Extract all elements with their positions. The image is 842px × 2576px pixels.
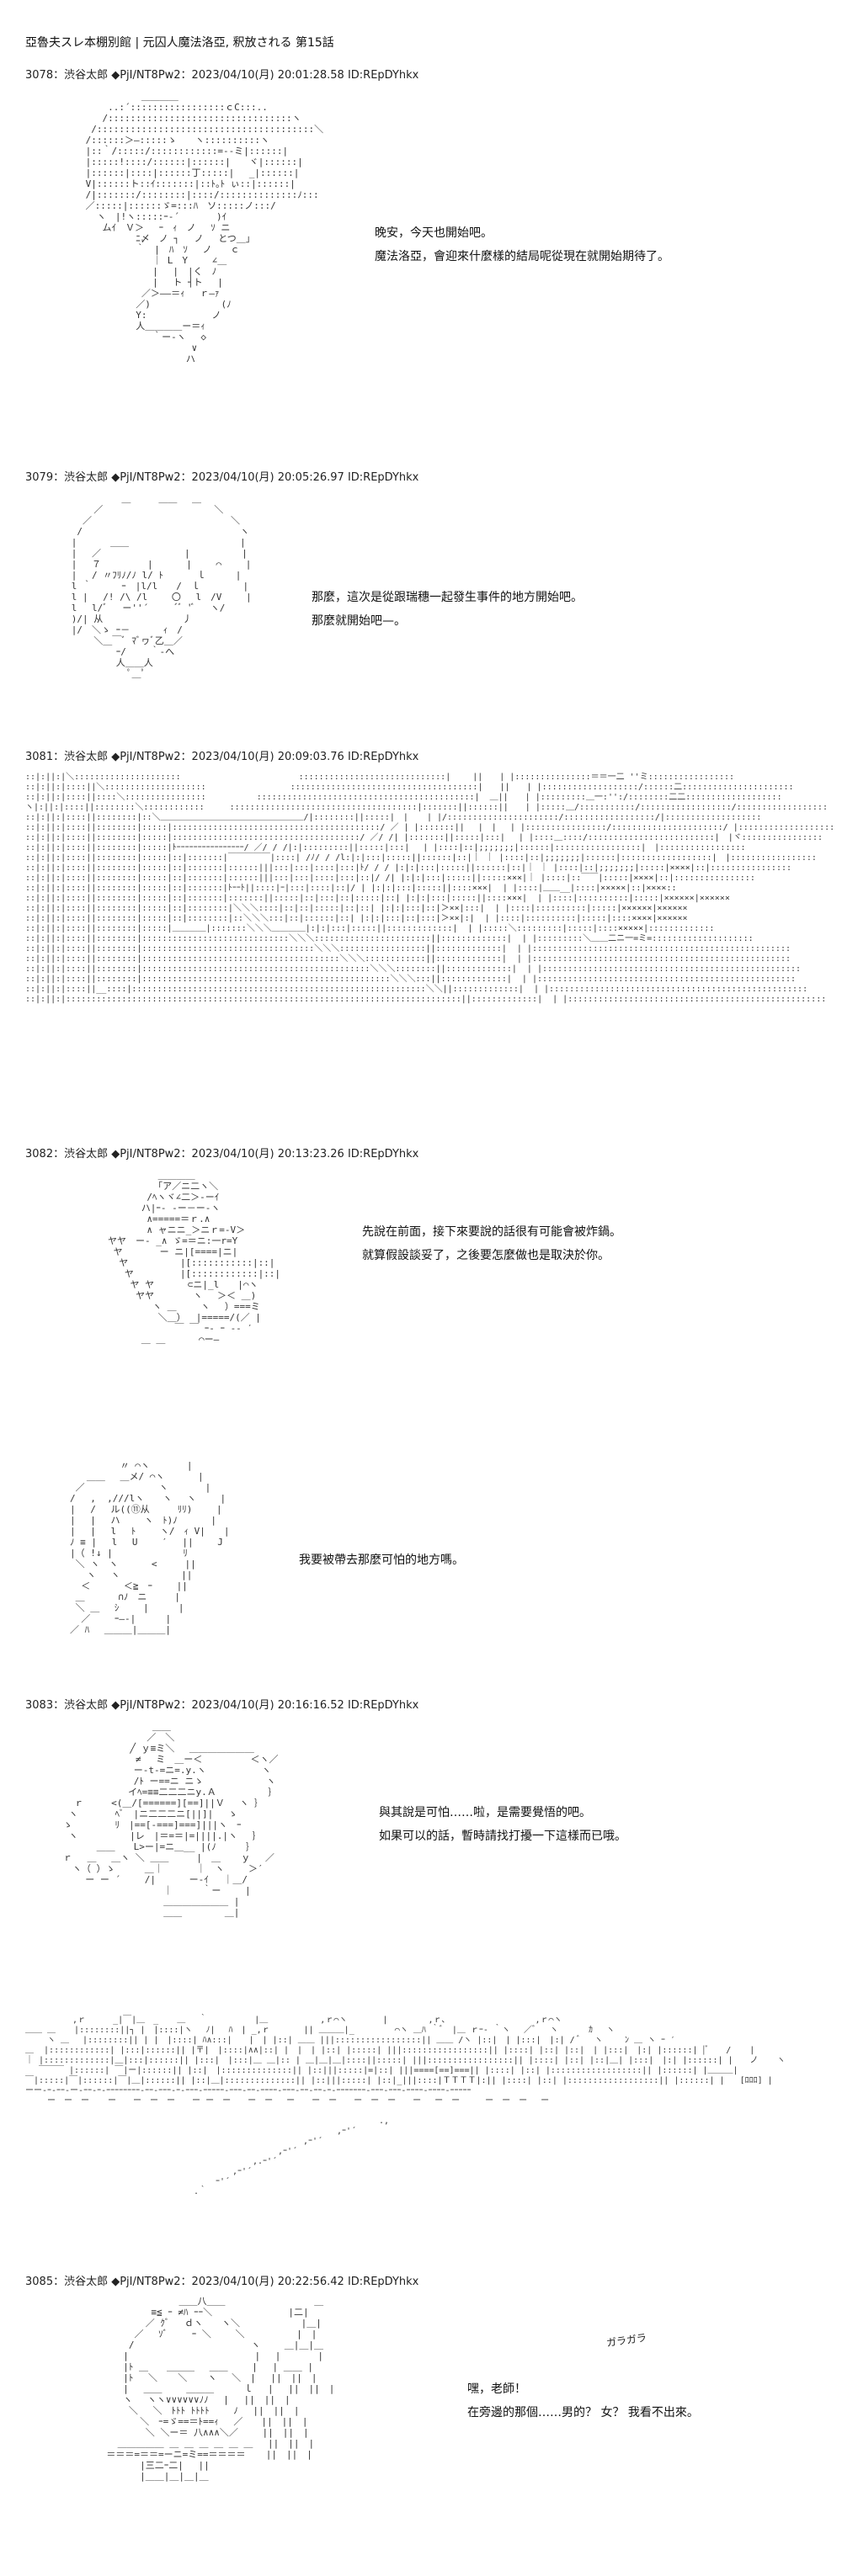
ascii-art-character: 〃 ⌒ヽ | ＿＿ ＿メ/ ⌒ヽ | ／ ヽ | / , ,///lヽ ヽ ヽ … (69, 1460, 230, 1635)
dialogue-block: 嘿，老師！ 在旁邊的那個……男的？ 女？ 我看不出來。 (467, 2377, 699, 2425)
dialogue-line: 魔法洛亞，會迎來什麼樣的結局呢從現在就開始期待了。 (375, 250, 669, 263)
dialogue-line: 先說在前面，接下來要說的話很有可能會被炸鍋。 (362, 1225, 621, 1239)
ascii-art-character: ＿＿ ／ ＼ ╱ ｙ≡ミ＼ ＿＿＿＿＿＿＿ ≠ ミ ＿ー＜ ＜ヽ／ ー‐t-=ニ… (62, 1721, 279, 1918)
ascii-art-scenery: ,ｒ _|￣|＿ _ ＿ ｀ |＿ ,ｒ⌒ヽ | ,ｒ､ ,ｒ⌒ヽ ＿＿ ＿ |… (25, 2016, 786, 2196)
dialogue-block: 與其說是可怕……啦，是需要覺悟的吧。 如果可以的話，暫時請找打擾一下這樣而已哦。 (379, 1801, 626, 1848)
dialogue-line: 嘿，老師！ (467, 2382, 526, 2396)
dialogue-block: 那麼，這次是從跟瑞穗一起發生事件的地方開始吧。 那麼就開始吧—。 (312, 586, 583, 633)
post-header: 3083：渋谷太郎 ◆PjI/NT8Pw2：2023/04/10(月) 20:1… (25, 1699, 419, 1712)
ascii-art-character: ＿ ＿＿ ＿ ／ ＼ ／ ＼ / ヽ | ＿＿ | | ／ | | | ７ | … (71, 493, 252, 679)
post-header: 3078：渋谷太郎 ◆PjI/NT8Pw2：2023/04/10(月) 20:0… (25, 69, 419, 82)
page-title: 亞魯夫スレ本棚別館 | 元囚人魔法洛亞, 釈放される 第15話 (25, 36, 334, 50)
post-header: 3081：渋谷太郎 ◆PjI/NT8Pw2：2023/04/10(月) 20:0… (25, 751, 419, 763)
dialogue-block: 晚安，今天也開始吧。 魔法洛亞，會迎來什麼樣的結局呢從現在就開始期待了。 (375, 221, 669, 268)
dialogue-block: 我要被帶去那麼可怕的地方嗎。 (299, 1548, 464, 1572)
ascii-art-scenery: ::|:||:|＼::::::::::::::::::::: :::::::::… (25, 773, 835, 1004)
dialogue-line: 那麼就開始吧—。 (312, 614, 406, 628)
dialogue-line: 我要被帶去那麼可怕的地方嗎。 (299, 1554, 464, 1567)
dialogue-line: 如果可以的話，暫時請找打擾一下這樣而已哦。 (379, 1830, 626, 1843)
ascii-art-character: ＿＿＿＿ ｢ア／ニ二ヽ＼ /ﾍヽヾ∠二＞‐ーｲ ハ|ｰ- -ー－ー-ヽ ∧===… (107, 1170, 281, 1345)
dialogue-block: 先說在前面，接下來要說的話很有可能會被炸鍋。 就算假設談妥了，之後要怎麼做也是取… (362, 1220, 621, 1267)
dialogue-line: 那麼，這次是從跟瑞穗一起發生事件的地方開始吧。 (312, 591, 583, 604)
post-header: 3082：渋谷太郎 ◆PjI/NT8Pw2：2023/04/10(月) 20:1… (25, 1148, 419, 1161)
post-header: 3085：渋谷太郎 ◆PjI/NT8Pw2：2023/04/10(月) 20:2… (25, 2276, 419, 2288)
sound-effect: ガラガラ (605, 2331, 647, 2350)
dialogue-line: 晚安，今天也開始吧。 (375, 226, 493, 240)
ascii-art-character: ＿＿＿＿ ..:´:::::::::::::::::ｃC:::.. /:::::… (85, 91, 324, 364)
dialogue-line: 在旁邊的那個……男的？ 女？ 我看不出來。 (467, 2406, 699, 2419)
ascii-art-character: ＿＿八＿＿ ＿ ≡≦ ｰ ≠ﾊ ｰｰ＼ |二| ／ ｸﾞ ｄヽ ヽ＼ |＿| ／… (106, 2296, 335, 2482)
dialogue-line: 與其說是可怕……啦，是需要覺悟的吧。 (379, 1806, 591, 1819)
dialogue-line: 就算假設談妥了，之後要怎麼做也是取決於你。 (362, 1249, 610, 1262)
post-header: 3079：渋谷太郎 ◆PjI/NT8Pw2：2023/04/10(月) 20:0… (25, 471, 419, 484)
